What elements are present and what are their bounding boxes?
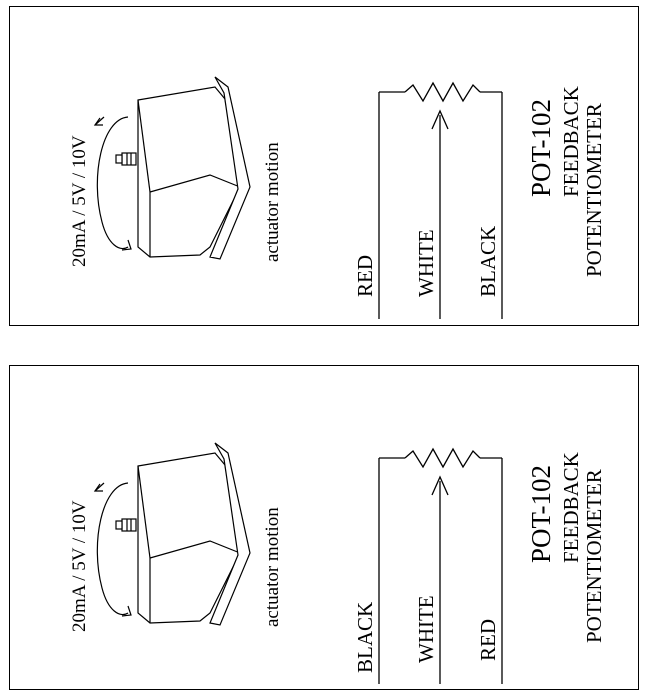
resistor-zigzag [404, 81, 481, 103]
motion-label: 20mA / 5V / 10V [69, 135, 90, 267]
actuator-icon [115, 442, 251, 626]
wiring-panel-bottom: 20mA / 5V / 10V actuator motion BLACK WH… [9, 365, 639, 690]
rotation-arrow-icon [93, 482, 132, 617]
part-desc-line1: FEEDBACK [559, 452, 583, 563]
wiring-panel-top: 20mA / 5V / 10V actuator motion RED WHIT… [9, 6, 639, 326]
actuator-icon [115, 76, 251, 260]
wire-label-2: WHITE [414, 595, 438, 663]
motion-label: 20mA / 5V / 10V [69, 500, 90, 632]
wire-label-2: WHITE [414, 229, 438, 297]
part-number: POT-102 [526, 465, 556, 563]
part-desc-line1: FEEDBACK [559, 86, 583, 197]
part-number: POT-102 [526, 99, 556, 197]
actuator-label: actuator motion [262, 507, 283, 627]
wire-label-3: RED [476, 619, 500, 661]
wiring-diagram-bottom: 20mA / 5V / 10V actuator motion BLACK WH… [69, 442, 606, 684]
wiper-arrow-icon [431, 475, 449, 496]
actuator-label: actuator motion [262, 142, 283, 262]
potentiometer-symbol [378, 447, 503, 684]
part-desc-line2: POTENTIOMETER [582, 469, 606, 643]
wire-label-3: BLACK [476, 226, 500, 297]
part-desc-line2: POTENTIOMETER [582, 103, 606, 277]
resistor-zigzag [404, 447, 481, 469]
potentiometer-symbol [378, 81, 503, 319]
wiper-arrow-icon [431, 109, 449, 130]
wire-label-1: RED [353, 255, 377, 297]
wiring-diagram-top: 20mA / 5V / 10V actuator motion RED WHIT… [69, 76, 606, 319]
rotation-arrow-icon [93, 116, 132, 251]
wire-label-1: BLACK [353, 602, 377, 673]
